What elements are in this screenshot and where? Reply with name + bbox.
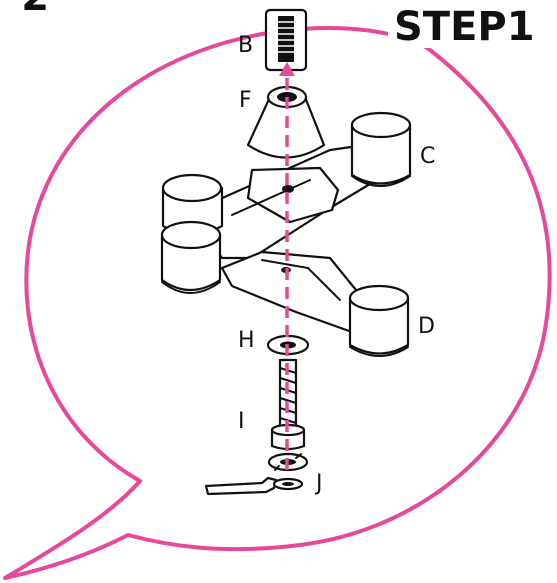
label-f: F — [239, 88, 252, 113]
foot-d — [348, 284, 410, 357]
part-j-washer-and-key — [204, 452, 309, 496]
part-c-upper-bracket — [160, 111, 412, 294]
callout-bubble — [3, 26, 552, 580]
label-j: J — [314, 471, 323, 496]
step-header-bg — [388, 0, 557, 48]
label-i: I — [238, 409, 245, 434]
prev-step-fragment: P 2 — [0, 0, 49, 20]
label-h: H — [238, 328, 255, 353]
foot-c-left-bottom — [160, 220, 222, 294]
label-c: C — [420, 144, 435, 169]
step-title: STEP1 — [394, 4, 535, 50]
label-d: D — [418, 314, 435, 339]
assembly-arrow-head — [279, 62, 295, 76]
label-b: B — [238, 33, 253, 58]
foot-c-right — [350, 111, 412, 187]
part-b-post — [264, 8, 308, 72]
part-d-lower-bracket — [220, 250, 410, 357]
